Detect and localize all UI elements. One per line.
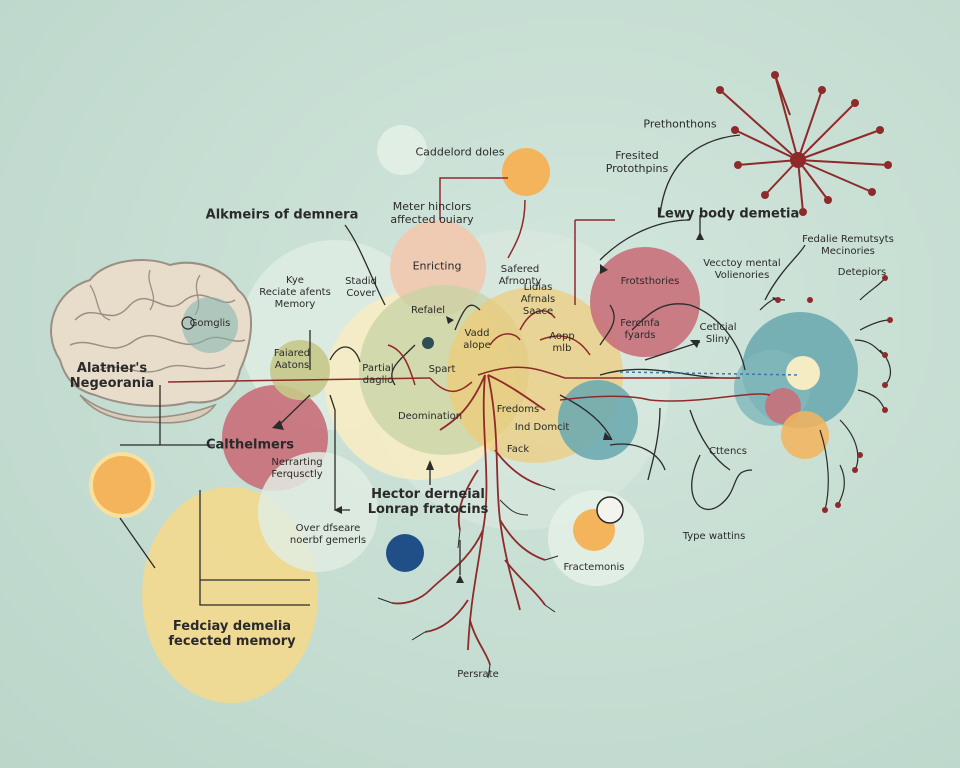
circle-white-ring bbox=[596, 496, 624, 524]
label-fercinfa: Fercinfa fyards bbox=[620, 318, 660, 341]
label-brain: Alatnier's Negeorania bbox=[69, 361, 155, 391]
label-vadd-alope: Vadd alope bbox=[463, 328, 491, 351]
circle-olive-small bbox=[270, 340, 330, 400]
label-refalel: Refalel bbox=[410, 305, 446, 316]
label-spart: Spart bbox=[428, 364, 456, 375]
dot-white-ring-brain bbox=[181, 316, 195, 330]
label-key-left: Kye Reciate afents Memory bbox=[259, 275, 331, 310]
dot-dark-center bbox=[422, 337, 434, 349]
label-narrating: Nerrarting Ferqusctly bbox=[271, 457, 323, 480]
label-brain-inner: Gomglis bbox=[189, 318, 231, 329]
circle-orange-left bbox=[89, 452, 155, 518]
arrow-shaft-left bbox=[275, 394, 311, 429]
dashed-connector bbox=[619, 371, 801, 376]
circle-orange-top bbox=[502, 148, 550, 196]
circle-pale-outline bbox=[377, 125, 427, 175]
label-cettcial-sliny: Cetlcial Sliny bbox=[699, 322, 737, 345]
label-alzheimers-dementia: Alkmeirs of demnera bbox=[205, 207, 359, 223]
label-motor-functions: Meter hinclors affected ouiary bbox=[390, 200, 474, 226]
circle-mauve-right bbox=[590, 247, 700, 357]
label-freedoms: Fredoms bbox=[496, 404, 540, 415]
label-appd: Aopp mlb bbox=[549, 331, 575, 354]
nerve-tree-branches-dark bbox=[377, 484, 559, 679]
circle-pale-bottom bbox=[258, 452, 378, 572]
circle-cream-right bbox=[786, 356, 820, 390]
label-fedalie: Fedalie Remutsyts Mecinories bbox=[802, 234, 894, 257]
label-caddelord-doles: Caddelord doles bbox=[415, 145, 505, 159]
label-frotstiories: Frotsthories bbox=[620, 276, 680, 287]
label-fractemonis: Fractemonis bbox=[563, 562, 625, 573]
label-partial-daglio: Partial daglio bbox=[362, 363, 394, 386]
label-lewy-body-dementia: Lewy body demetia bbox=[656, 206, 800, 222]
label-vecetoy-mental: Vecctoy mental Volienories bbox=[703, 258, 781, 281]
label-calthelmers: Calthelmers bbox=[205, 437, 295, 453]
label-ctteoncs: Cttencs bbox=[708, 446, 748, 457]
label-paired-actions: Faiared Aatons bbox=[273, 348, 311, 371]
label-enricting: Enricting bbox=[412, 259, 462, 273]
label-persrate: Persrate bbox=[457, 669, 499, 680]
label-anatomy: Safered Afrnonty bbox=[498, 264, 542, 287]
label-detepiors: Detepiors bbox=[837, 267, 887, 278]
neuron-terminals bbox=[716, 71, 892, 216]
right-dendrite-ends bbox=[775, 275, 893, 513]
circle-orange-right-small bbox=[781, 411, 829, 459]
neuron-top-right bbox=[719, 74, 889, 213]
label-fack: Fack bbox=[506, 444, 530, 455]
label-ind-domcit: Ind Domcit bbox=[514, 422, 570, 433]
label-stadid-cover: Stadid Cover bbox=[345, 276, 377, 299]
connector-lines-red bbox=[167, 177, 771, 402]
label-over-disease: Over dfseare noerbf gemerls bbox=[289, 523, 367, 546]
nerve-tree-bottom bbox=[391, 374, 546, 666]
label-hector-dental: Hector derneial Lonrap fratocins bbox=[367, 487, 489, 517]
brain-illustration bbox=[50, 259, 252, 424]
label-fresited: Fresited Protothpins bbox=[605, 149, 669, 175]
label-deomination: Deomination bbox=[397, 411, 463, 422]
arrow-shaft-right bbox=[644, 341, 701, 361]
label-type-wattins: Type wattins bbox=[682, 531, 746, 542]
label-fedciay-dementia: Fedciay demelia fecected memory bbox=[168, 619, 296, 649]
label-prethonthons: Prethonthons bbox=[643, 117, 717, 131]
circle-navy-dot bbox=[386, 534, 424, 572]
connector-lines-dark bbox=[119, 134, 806, 606]
label-lidias: Lidias Afrnals Saace bbox=[520, 282, 556, 317]
